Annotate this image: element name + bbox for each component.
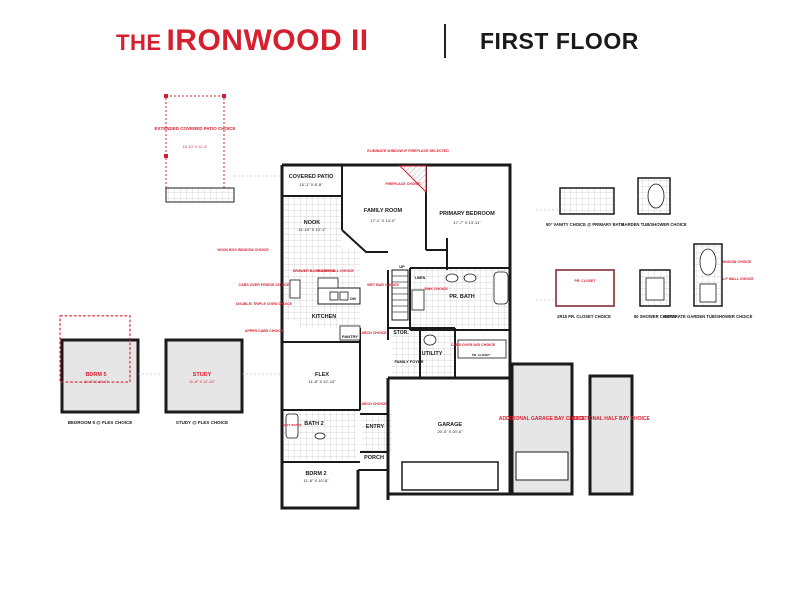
plan-name-prefix: THE xyxy=(116,30,162,55)
room-bdrm2-dims: 11'-6" X 10'-6" xyxy=(304,478,330,483)
callout-fireplace: FIREPLACE CHOICE xyxy=(385,182,421,186)
room-garage-dims: 20'-0" X 20'-6" xyxy=(437,429,463,434)
kitchen-island xyxy=(317,287,361,305)
label-linen: LINEN xyxy=(415,276,426,280)
room-nook: NOOK xyxy=(304,220,321,226)
room-pantry: PANTRY xyxy=(342,334,358,339)
bath2-tub xyxy=(285,413,299,439)
label-up: UP xyxy=(399,264,405,269)
bdrm5-name: BDRM 5 xyxy=(85,372,106,378)
pr-closet-option-label: PR. CLOSET xyxy=(574,279,596,283)
bath2-sink xyxy=(314,432,326,440)
option-additional-garage: ADDITIONAL GARAGE BAY CHOICE xyxy=(499,362,586,496)
plan-name: THE IRONWOOD II xyxy=(116,24,369,58)
option-bdrm5: BDRM 5 11'-8" X 12'-1" BEDROOM 5 @ FLEX … xyxy=(59,315,160,425)
room-family: FAMILY ROOM xyxy=(364,208,403,214)
pr-bath-sink xyxy=(445,273,459,283)
room-nook-dims: 11'-10" X 10'-1" xyxy=(298,227,326,232)
option-study: STUDY 11'-8" X 12'-10" STUDY @ FLEX CHOI… xyxy=(164,338,282,425)
fireplace-symbol xyxy=(398,165,427,194)
pr-bath-tile xyxy=(410,268,510,330)
pr-bath-sink-2 xyxy=(463,273,477,283)
option-extended-patio: EXTENDED COVERED PATIO CHOICE 10'-10" X … xyxy=(154,94,282,203)
room-entry: ENTRY xyxy=(366,424,385,430)
fridge xyxy=(289,279,301,299)
utility-cabinets xyxy=(457,339,507,359)
study-caption: STUDY @ FLEX CHOICE xyxy=(176,420,228,425)
callout-pr-closet-small: PR. CLOSET xyxy=(472,353,490,357)
extended-patio-label: EXTENDED COVERED PATIO CHOICE xyxy=(154,126,235,131)
study-name: STUDY xyxy=(193,372,212,378)
room-primary-bedroom: PRIMARY BEDROOM xyxy=(439,211,495,217)
room-bath2: BATH 2 xyxy=(304,421,323,427)
bdrm5-dims: 11'-8" X 12'-1" xyxy=(84,380,108,384)
separate-tub-caption: SEPARATE GARDEN TUB/SHOWER CHOICE xyxy=(664,314,753,319)
half-bay-label: ADDITIONAL HALF BAY CHOICE xyxy=(572,416,650,422)
room-kitchen: KITCHEN xyxy=(312,314,336,320)
option-vanity: 90° VANITY CHOICE @ PRIMARY BATH xyxy=(536,187,624,227)
additional-garage-label: ADDITIONAL GARAGE BAY CHOICE xyxy=(499,416,586,422)
callout-sink: SINK CHOICE xyxy=(424,287,448,291)
label-dw: DW xyxy=(350,297,357,301)
toilet xyxy=(423,334,437,346)
callout-drawer-bank: DRAWER BANK CHOICE xyxy=(293,269,336,273)
room-porch: PORCH xyxy=(364,455,384,461)
callout-window-choice: WINDOW CHOICE xyxy=(721,260,752,264)
option-60-shower: 60 SHOWER CHOICE xyxy=(634,269,676,319)
garden-tub-caption: GARDEN TUB/SHOWER CHOICE xyxy=(621,222,687,227)
callout-nook-box-window: NOOK BOX WINDOW CHOICE xyxy=(217,248,269,252)
stairs xyxy=(391,269,409,321)
kitchen-sink-basin xyxy=(339,291,349,301)
room-flex-dims: 11'-8" X 12'-10" xyxy=(308,379,336,384)
option-garden-tub: GARDEN TUB/SHOWER CHOICE xyxy=(621,177,687,227)
room-covered-patio: COVERED PATIO xyxy=(289,174,334,180)
interior-walls xyxy=(282,165,510,471)
callout-wet-bar: WET BAR CHOICE xyxy=(367,283,399,287)
callout-trash-pull: TRASH PULL CHOICE xyxy=(316,269,354,273)
room-primary-bedroom-dims: 17'-7" X 13'-11" xyxy=(453,220,481,225)
extended-patio-dims: 10'-10" X 11'-4" xyxy=(183,145,208,149)
callout-cabs-over-fridge: CABS OVER FRIDGE CHOICE xyxy=(239,283,291,287)
room-pr-bath: PR. BATH xyxy=(449,294,475,300)
main-floor-plan: COVERED PATIO 10'-1" X 8'-8" NOOK 11'-10… xyxy=(217,149,754,510)
room-family-dims: 17'-1" X 14'-0" xyxy=(370,218,396,223)
option-half-bay: ADDITIONAL HALF BAY CHOICE xyxy=(572,374,651,496)
floor-label: FIRST FLOOR xyxy=(480,28,639,54)
pantry-box xyxy=(339,325,361,341)
utility-tile xyxy=(392,328,454,378)
room-garage: GARAGE xyxy=(438,422,462,428)
room-covered-patio-dims: 10'-1" X 8'-8" xyxy=(299,182,323,187)
room-utility: UTILITY xyxy=(422,351,443,357)
kitchen-sink xyxy=(329,291,339,301)
study-dims: 11'-8" X 12'-10" xyxy=(189,380,215,384)
title-divider xyxy=(444,24,446,58)
plan-name-text: IRONWOOD II xyxy=(166,24,369,57)
linen-closet xyxy=(411,289,425,311)
callout-arch-kitchen: ARCH CHOICE xyxy=(361,331,387,335)
callout-arch-flex: ARCH CHOICE xyxy=(361,402,387,406)
vanity-caption: 90° VANITY CHOICE @ PRIMARY BATH xyxy=(546,222,624,227)
callout-soft-water: SOFT WATER xyxy=(282,423,302,427)
option-pr-closet: PR. CLOSET 2R15 PR. CLOSET CHOICE xyxy=(536,269,615,319)
cooktop xyxy=(317,277,339,289)
callout-cabs-over-wd: CABS OVER W/D CHOICE xyxy=(451,343,496,347)
garage-door xyxy=(401,461,499,491)
room-stor: STOR. xyxy=(393,330,409,336)
option-separate-tub: SEPARATE GARDEN TUB/SHOWER CHOICE xyxy=(664,243,753,319)
plan-title: THE IRONWOOD II FIRST FLOOR xyxy=(0,22,792,62)
room-bdrm2: BDRM 2 xyxy=(305,471,326,477)
callout-eliminate-window: ELIMINATE WINDOW IF FIREPLACE SELECTED xyxy=(367,149,449,153)
pr-bath-tub xyxy=(493,271,509,305)
callout-double-triple-oven: DOUBLE/ TRIPLE OVEN CHOICE xyxy=(236,302,293,306)
callout-half-wall-choice: HALF WALL CHOICE xyxy=(718,277,754,281)
bdrm5-caption: BEDROOM 5 @ FLEX CHOICE xyxy=(68,420,132,425)
callout-upper-cabs: UPPER CABS CHOICE xyxy=(245,329,284,333)
room-flex: FLEX xyxy=(315,372,329,378)
exterior-walls xyxy=(280,163,512,510)
pr-closet-caption: 2R15 PR. CLOSET CHOICE xyxy=(557,314,611,319)
shower-caption: 60 SHOWER CHOICE xyxy=(634,314,676,319)
room-family-foyer: FAMILY FOYER xyxy=(394,359,423,364)
